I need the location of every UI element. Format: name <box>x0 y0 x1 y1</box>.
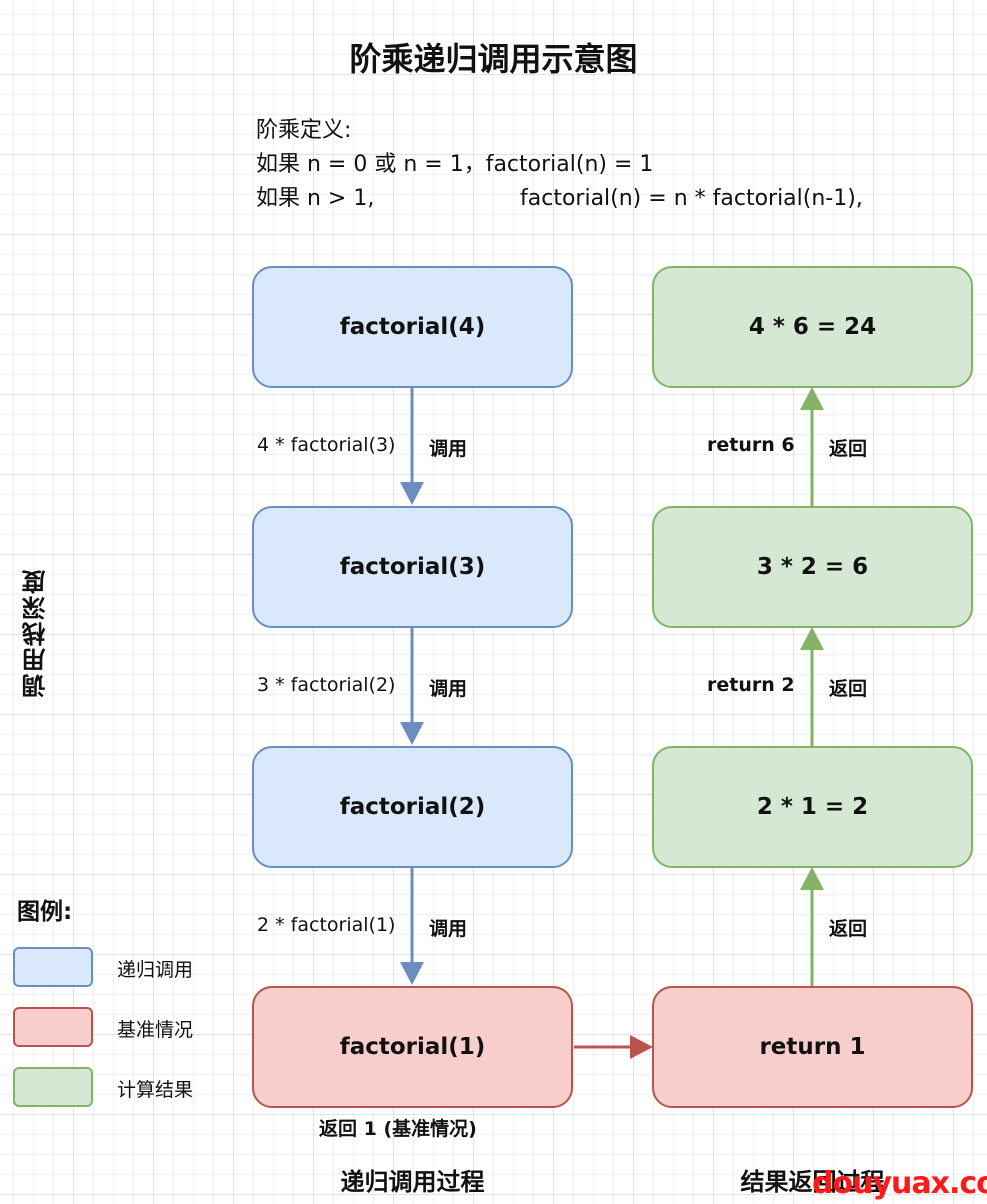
return-arrowhead-3 <box>800 867 824 890</box>
legend-swatch-result <box>13 1067 93 1107</box>
call-edge-tag-1: 调用 <box>429 438 468 460</box>
base-case-note: 返回 1 (基准情况) <box>319 1118 477 1140</box>
return-edge-tag-3: 返回 <box>829 918 868 940</box>
return-arrowhead-2 <box>800 627 824 650</box>
definition-recursive-case-condition: 如果 n > 1, <box>256 186 375 211</box>
return-edge-tag-2: 返回 <box>829 678 868 700</box>
legend-label-result: 计算结果 <box>117 1079 194 1101</box>
return-edge-tag-1: 返回 <box>829 438 868 460</box>
result-box-24: 4 * 6 = 24 <box>652 266 973 388</box>
watermark: douyuax.com <box>812 1166 987 1201</box>
return-arrowhead-1 <box>800 387 824 410</box>
call-edge-tag-2: 调用 <box>429 678 468 700</box>
return-edge-value-1: return 6 <box>707 434 795 456</box>
legend-title: 图例: <box>17 899 73 925</box>
legend-label-recursive: 递归调用 <box>117 959 194 981</box>
call-edge-tag-3: 调用 <box>429 918 468 940</box>
call-edge-expr-2: 3 * factorial(2) <box>257 674 396 696</box>
legend-swatch-base <box>13 1007 93 1047</box>
call-edge-expr-1: 4 * factorial(3) <box>257 434 396 456</box>
call-box-factorial-2: factorial(2) <box>252 746 573 868</box>
footer-return-process: 结果返回过程 <box>740 1168 885 1196</box>
call-edge-expr-3: 2 * factorial(1) <box>257 914 396 936</box>
footer-recursive-process: 递归调用过程 <box>340 1168 485 1196</box>
result-box-2: 2 * 1 = 2 <box>652 746 973 868</box>
result-box-6: 3 * 2 = 6 <box>652 506 973 628</box>
call-arrowhead-3 <box>400 962 424 985</box>
definition-heading: 阶乘定义: <box>256 118 352 143</box>
call-arrowhead-1 <box>400 482 424 505</box>
legend-swatch-recursive <box>13 947 93 987</box>
call-arrowhead-2 <box>400 722 424 745</box>
call-box-factorial-3: factorial(3) <box>252 506 573 628</box>
call-box-factorial-1-base: factorial(1) <box>252 986 573 1108</box>
return-edge-value-2: return 2 <box>707 674 795 696</box>
base-arrowhead <box>630 1035 653 1059</box>
diagram-title: 阶乘递归调用示意图 <box>349 40 638 78</box>
result-box-return-1: return 1 <box>652 986 973 1108</box>
definition-recursive-case-formula: factorial(n) = n * factorial(n-1), <box>520 186 863 211</box>
call-box-factorial-4: factorial(4) <box>252 266 573 388</box>
legend-label-base: 基准情况 <box>117 1019 194 1041</box>
definition-base-case: 如果 n = 0 或 n = 1，factorial(n) = 1 <box>256 152 654 177</box>
